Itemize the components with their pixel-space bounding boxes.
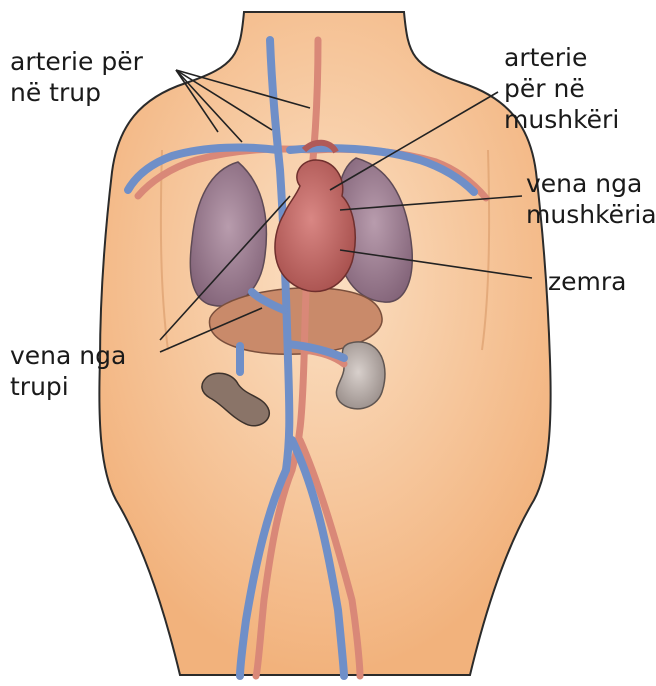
label-arteries-body-line2: në trup <box>10 77 143 108</box>
kidney <box>336 342 385 409</box>
label-vein-lungs-line2: mushkëria <box>526 199 656 230</box>
label-arteries-lungs-line1: arterie <box>504 42 619 73</box>
label-vein-body-line1: vena nga <box>10 340 126 371</box>
label-arteries-lungs: arterie për në mushkëri <box>504 42 619 135</box>
label-vein-lungs-line1: vena nga <box>526 168 656 199</box>
label-heart: zemra <box>548 266 626 297</box>
label-arteries-lungs-line2: për në <box>504 73 619 104</box>
label-vein-lungs: vena nga mushkëria <box>526 168 656 230</box>
label-vein-body: vena nga trupi <box>10 340 126 402</box>
label-heart-line1: zemra <box>548 266 626 297</box>
label-arteries-lungs-line3: mushkëri <box>504 104 619 135</box>
label-vein-body-line2: trupi <box>10 371 126 402</box>
label-arteries-body-line1: arterie për <box>10 46 143 77</box>
label-arteries-body: arterie për në trup <box>10 46 143 108</box>
